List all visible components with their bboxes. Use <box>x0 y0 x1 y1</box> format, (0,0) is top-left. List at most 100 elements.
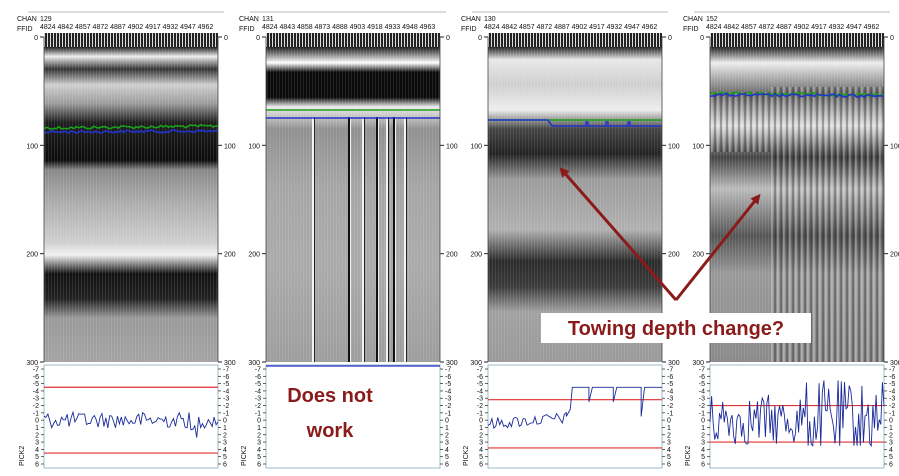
pick-tick-label: 5 <box>35 454 39 461</box>
arrow-left <box>559 166 678 301</box>
time-tick-label: 300 <box>446 360 458 367</box>
pick-tick-label: 5 <box>445 454 449 461</box>
pick-tick-label: -6 <box>33 374 39 381</box>
pick-tick-label: -2 <box>223 403 229 410</box>
pick-tick-label: -3 <box>255 396 261 403</box>
chan-value: 131 <box>262 16 274 23</box>
pick-axis-label: PICK2 <box>463 446 470 466</box>
pick-tick-label: 6 <box>701 462 705 469</box>
pick-tick-label: -5 <box>667 381 673 388</box>
time-tick-label: 0 <box>890 35 894 42</box>
pick-tick-label: -5 <box>33 381 39 388</box>
pick-tick-label: 4 <box>889 447 893 454</box>
towing-depth-label: Towing depth change? <box>568 318 784 340</box>
pick-tick-label: 6 <box>445 462 449 469</box>
pick-tick-label: -6 <box>223 374 229 381</box>
pick-tick-label: -4 <box>667 388 673 395</box>
pick-tick-label: 2 <box>889 432 893 439</box>
pick-tick-label: -7 <box>255 367 261 374</box>
pick-tick-label: -4 <box>889 388 895 395</box>
time-tick-label: 0 <box>256 35 260 42</box>
pick-axis-label: PICK2 <box>19 446 26 466</box>
pick-tick-label: -4 <box>33 388 39 395</box>
ffid-label: FFID <box>683 26 699 33</box>
noise-spike <box>386 117 388 362</box>
noise-spike <box>404 117 406 362</box>
pick-tick-label: -1 <box>33 410 39 417</box>
pick-tick-label: -2 <box>477 403 483 410</box>
time-tick-label: 100 <box>890 143 899 150</box>
seismic-texture <box>266 47 440 362</box>
pick-panel <box>265 364 441 469</box>
pick-tick-label: -4 <box>223 388 229 395</box>
pick-tick-label: 2 <box>35 432 39 439</box>
time-tick-label: 0 <box>224 35 228 42</box>
pick-line <box>43 123 219 131</box>
pick-line <box>488 119 662 127</box>
pick-tick-label: -5 <box>223 381 229 388</box>
pick-panel <box>487 364 663 469</box>
pick-trace <box>487 386 662 430</box>
pick-tick-label: 6 <box>35 462 39 469</box>
towing-depth-arrows <box>559 166 761 301</box>
arrow-right <box>674 193 761 301</box>
pick-tick-label: 4 <box>223 447 227 454</box>
pick-tick-label: 3 <box>35 440 39 447</box>
time-tick-label: 200 <box>446 252 458 259</box>
time-tick-label: 200 <box>890 252 899 259</box>
chan-value: 152 <box>706 16 718 23</box>
pick-tick-label: 5 <box>257 454 261 461</box>
pick-tick-label: -3 <box>445 396 451 403</box>
pick-tick-label: 5 <box>667 454 671 461</box>
pick-axis-label: PICK2 <box>241 446 248 466</box>
pick-tick-label: 1 <box>223 425 227 432</box>
pick-tick-label: 6 <box>223 462 227 469</box>
pick-tick-label: 0 <box>223 418 227 425</box>
pick-tick-label: -1 <box>889 410 895 417</box>
pick-tick-label: 2 <box>667 432 671 439</box>
pick-tick-label: -5 <box>255 381 261 388</box>
pick-tick-label: 3 <box>701 440 705 447</box>
does-not-work-line2: work <box>306 420 355 442</box>
pick-tick-label: -2 <box>33 403 39 410</box>
pick-tick-label: -6 <box>699 374 705 381</box>
ffid-label: FFID <box>17 26 33 33</box>
pick-tick-label: 6 <box>667 462 671 469</box>
pick-tick-label: -4 <box>445 388 451 395</box>
pick-tick-label: 0 <box>257 418 261 425</box>
pick-tick-label: -3 <box>667 396 673 403</box>
pick-tick-label: -2 <box>699 403 705 410</box>
pick-line <box>709 92 885 99</box>
pick-tick-label: -7 <box>223 367 229 374</box>
pick-tick-label: -2 <box>889 403 895 410</box>
noise-spike <box>395 117 396 362</box>
time-tick-label: 300 <box>224 360 236 367</box>
pick-tick-label: 0 <box>479 418 483 425</box>
chan-value: 130 <box>484 16 496 23</box>
pick-dip <box>585 121 589 126</box>
time-tick-label: 300 <box>470 360 482 367</box>
pick-tick-label: -2 <box>667 403 673 410</box>
noise-spike <box>364 117 365 362</box>
time-tick-label: 100 <box>224 143 236 150</box>
pick-tick-label: 2 <box>445 432 449 439</box>
pick-tick-label: 1 <box>701 425 705 432</box>
pick-tick-label: -6 <box>889 374 895 381</box>
ffid-values: 4824 4842 4857 4872 4887 4902 4917 4932 … <box>40 24 213 31</box>
time-tick-label: 0 <box>446 35 450 42</box>
pick-tick-label: -1 <box>477 410 483 417</box>
pick-tick-label: 3 <box>223 440 227 447</box>
pick-tick-label: -3 <box>33 396 39 403</box>
pick-tick-label: 2 <box>257 432 261 439</box>
pick-tick-label: 6 <box>889 462 893 469</box>
pick-tick-label: -3 <box>477 396 483 403</box>
trace-header-strip <box>266 33 440 47</box>
time-tick-label: 100 <box>470 143 482 150</box>
pick-tick-label: -1 <box>445 410 451 417</box>
pick-tick-label: 0 <box>667 418 671 425</box>
pick-tick-label: -6 <box>445 374 451 381</box>
chan-label: CHAN <box>239 16 259 23</box>
pick-tick-label: 1 <box>667 425 671 432</box>
